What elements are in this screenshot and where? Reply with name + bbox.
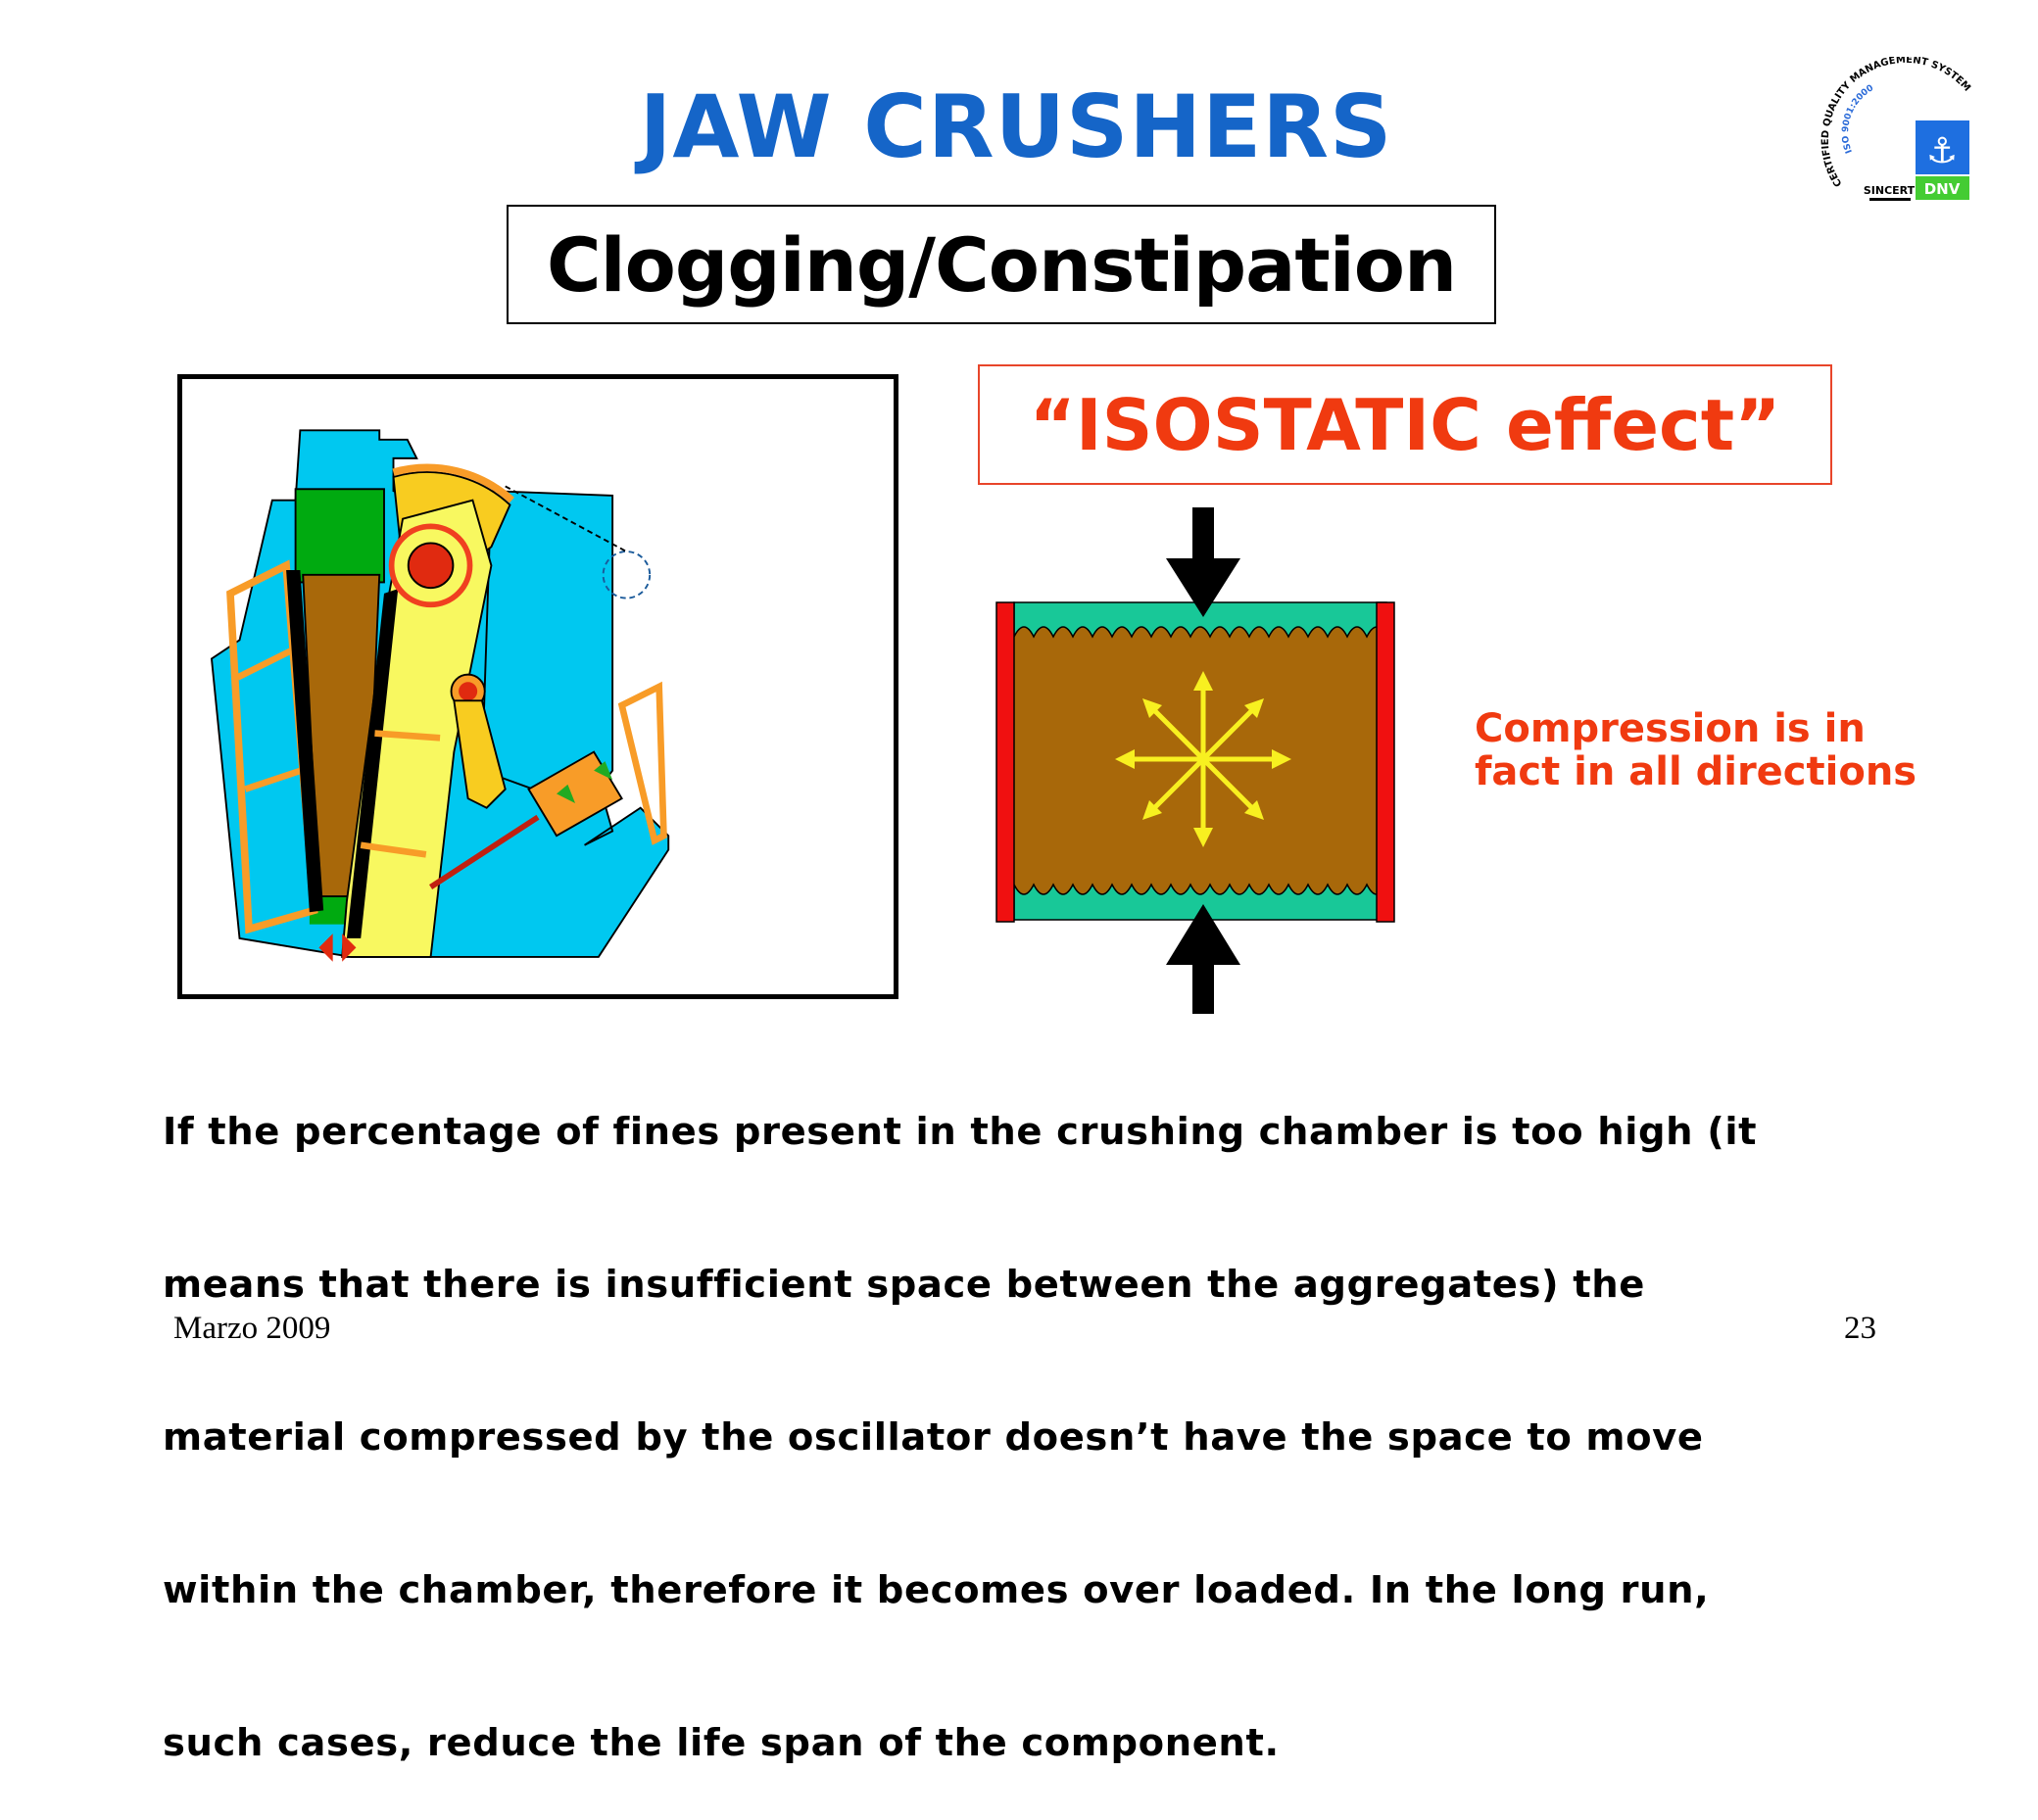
paragraph-line: means that there is insufficient space b…	[163, 1263, 1645, 1307]
top-force-arrow-icon	[1166, 507, 1240, 617]
svg-text:⚓: ⚓	[1926, 131, 1958, 171]
logo-sincert: SINCERT	[1864, 184, 1916, 197]
jaw-crusher-diagram	[177, 374, 898, 999]
paragraph-line: within the chamber, therefore it becomes…	[163, 1568, 1710, 1612]
paragraph-line: material compressed by the oscillator do…	[163, 1415, 1704, 1460]
slide-title: JAW CRUSHERS	[639, 76, 1393, 177]
iso-certification-logo: CERTIFIED QUALITY MANAGEMENT SYSTEM ISO …	[1820, 57, 1972, 201]
explanation-paragraph: If the percentage of fines present in th…	[163, 1005, 1757, 1820]
anchor-icon	[1916, 120, 1969, 174]
subtitle-box: Clogging/Constipation	[507, 205, 1496, 324]
compression-note-line: Compression is in	[1475, 706, 1866, 751]
page-number: 23	[1844, 1311, 1876, 1346]
compression-note: Compression is in fact in all directions	[1475, 707, 1917, 793]
radial-pressure-arrows-icon	[1115, 671, 1291, 847]
right-wall	[1376, 601, 1395, 923]
footer-date: Marzo 2009	[173, 1311, 331, 1346]
paragraph-line: such cases, reduce the life span of the …	[163, 1721, 1280, 1765]
bottom-force-arrow-icon	[1166, 904, 1240, 1014]
isostatic-effect-label: “ISOSTATIC effect”	[1029, 383, 1781, 466]
isostatic-effect-box: “ISOSTATIC effect”	[978, 364, 1832, 485]
left-arrow-icon	[318, 934, 333, 962]
left-wall	[995, 601, 1015, 923]
paragraph-line: If the percentage of fines present in th…	[163, 1110, 1758, 1154]
slide-subtitle: Clogging/Constipation	[546, 220, 1457, 309]
top-liner	[1013, 601, 1387, 639]
right-arrow-icon	[342, 934, 357, 962]
compression-diagram	[995, 507, 1395, 1014]
compression-note-line: fact in all directions	[1475, 749, 1917, 794]
logo-dnv: DNV	[1924, 180, 1961, 198]
bottom-liner	[1013, 883, 1387, 921]
crusher-illustration	[210, 429, 670, 962]
